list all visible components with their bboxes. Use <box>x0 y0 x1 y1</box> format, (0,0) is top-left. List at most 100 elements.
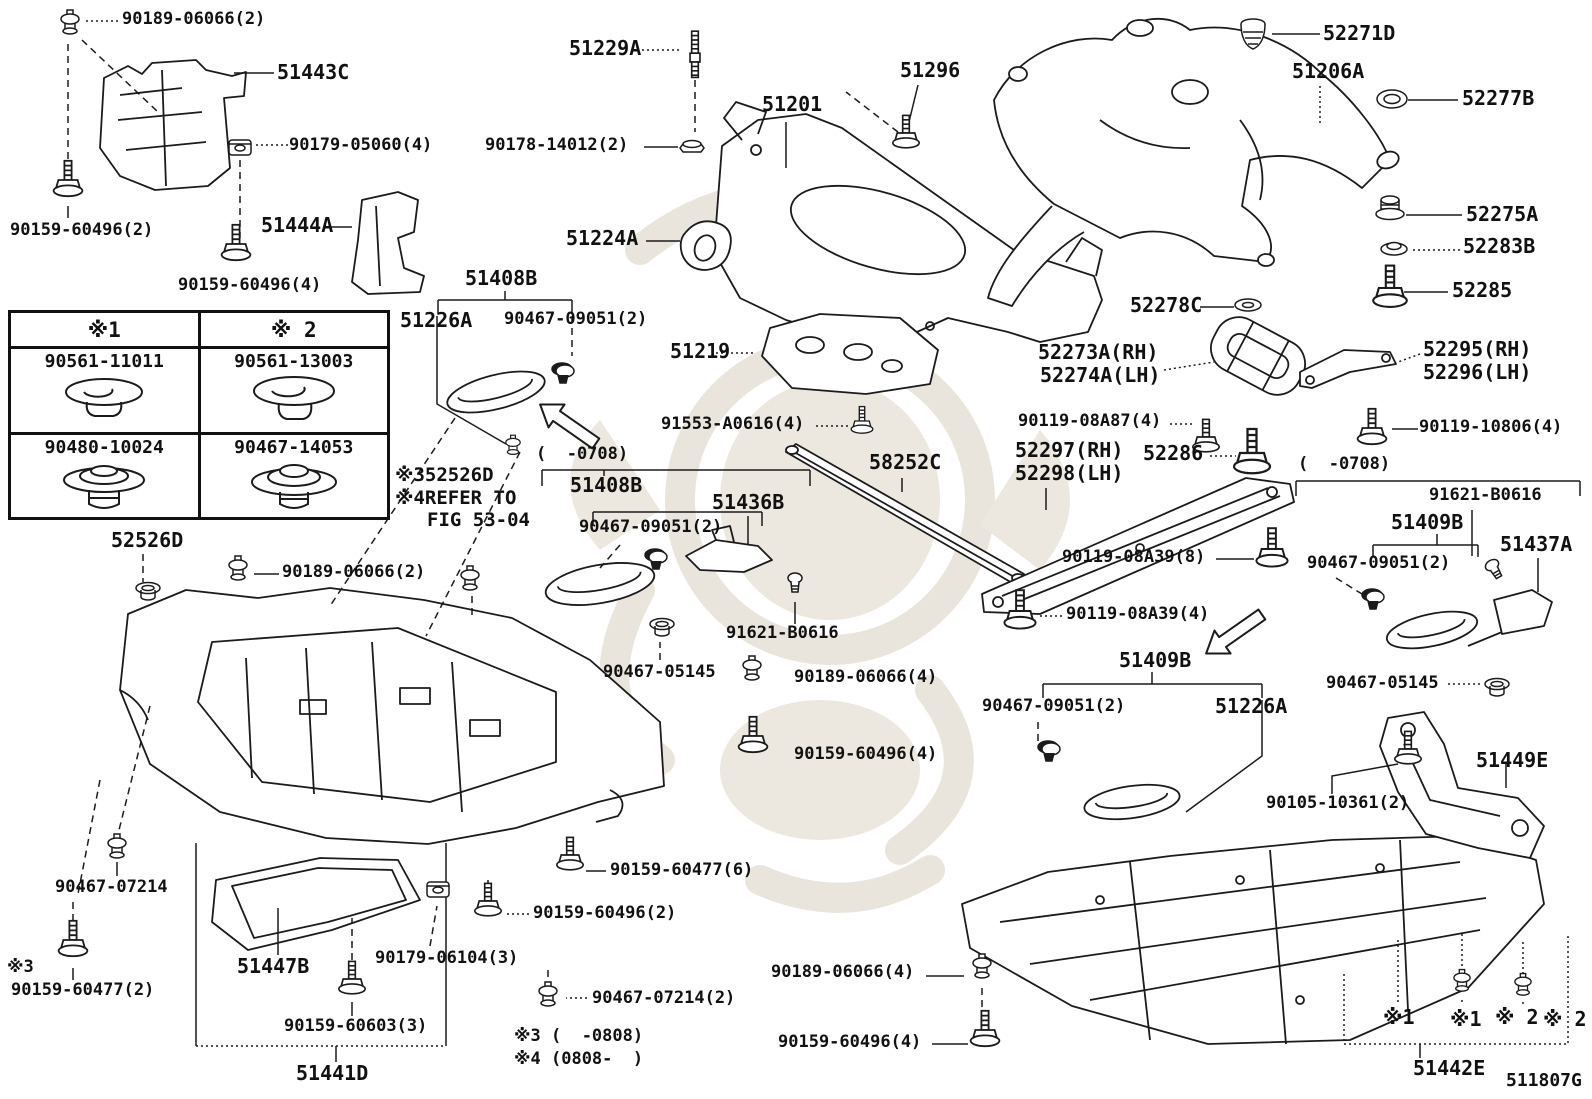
part-label-1: ※1 <box>1383 1005 1415 1029</box>
part-label-90119-08a39-8: 90119-08A39(8) <box>1062 547 1206 567</box>
part-label-51441d: 51441D <box>296 1061 369 1085</box>
bolt-icon <box>474 882 502 917</box>
part-label-51437a: 51437A <box>1500 532 1573 556</box>
bolt-icon <box>1233 428 1271 474</box>
part-label-90467-07214-2: 90467-07214(2) <box>592 988 736 1008</box>
table-cell: 90467-14053 <box>201 435 388 518</box>
part-label-90119-10806-4: 90119-10806(4) <box>1419 417 1563 437</box>
grommet-illustration <box>65 378 144 417</box>
part-label-90119-08a87-4: 90119-08A87(4) <box>1018 411 1162 431</box>
part-label-90159-60496-2: 90159-60496(2) <box>10 220 154 240</box>
table-cell: 90561-13003 <box>201 349 388 432</box>
washer-icon <box>1234 298 1262 312</box>
clip-icon <box>1037 740 1061 762</box>
part-label-90159-60496-4: 90159-60496(4) <box>178 275 322 295</box>
clip-icon <box>60 9 80 35</box>
part-label-52285: 52285 <box>1452 278 1513 302</box>
part-label-90159-60477-6: 90159-60477(6) <box>610 860 754 880</box>
grommet-table-header: ※1 ※ 2 <box>11 313 387 349</box>
bolt-icon <box>57 920 89 957</box>
part-label-52274a-lh: 52274A(LH) <box>1040 363 1161 387</box>
clip-icon <box>551 362 575 384</box>
part-label-90189-06066-2: 90189-06066(2) <box>282 562 426 582</box>
part-label-90189-06066-4: 90189-06066(4) <box>771 962 915 982</box>
part-label-90179-05060-4: 90179-05060(4) <box>289 135 433 155</box>
part-label-51206a: 51206A <box>1292 59 1365 83</box>
bolt-icon <box>52 160 84 197</box>
part-label-90159-60496-4: 90159-60496(4) <box>778 1032 922 1052</box>
part-label-51409b: 51409B <box>1391 510 1464 534</box>
table-header-note-1: ※1 <box>11 313 201 346</box>
bolt-icon <box>1372 264 1408 308</box>
bolt-icon <box>556 836 584 871</box>
part-label-58252c: 58252C <box>869 450 942 474</box>
part-label-51226a: 51226A <box>1215 694 1288 718</box>
clip-icon <box>505 434 521 455</box>
table-cell: 90480-10024 <box>11 434 201 517</box>
part-label-51447b: 51447B <box>237 954 310 978</box>
part-label-52273a-rh: 52273A(RH) <box>1038 340 1159 364</box>
part-label-52297-rh: 52297(RH) <box>1015 438 1124 462</box>
table-row: 90561-11011 90561-13003 <box>11 349 387 435</box>
leader-lines <box>67 20 1581 1062</box>
clip-icon <box>228 555 248 581</box>
part-label-52275a: 52275A <box>1466 202 1539 226</box>
part-label-fig-53-04: FIG 53-04 <box>427 509 530 531</box>
part-label-90159-60603-3: 90159-60603(3) <box>284 1016 428 1036</box>
nut-icon <box>679 140 705 153</box>
grommet-table: ※1 ※ 2 90561-11011 90561-13003 <box>8 310 390 520</box>
part-label-51408b: 51408B <box>465 266 538 290</box>
part-label-51408b: 51408B <box>570 473 643 497</box>
part-label-51219: 51219 <box>670 339 731 363</box>
part-label-90467-09051-2: 90467-09051(2) <box>504 309 648 329</box>
part-label-90159-60496-2: 90159-60496(2) <box>533 903 677 923</box>
table-part-number: 90561-11011 <box>44 351 164 372</box>
part-label-90467-09051-2: 90467-09051(2) <box>1307 553 1451 573</box>
clip-icon <box>538 981 558 1007</box>
part-label-51436b: 51436B <box>712 490 785 514</box>
part-label-52526d: 52526D <box>111 528 184 552</box>
part-label-51201: 51201 <box>762 92 823 116</box>
grommet-icon <box>1484 678 1510 697</box>
part-label-90105-10361-2: 90105-10361(2) <box>1266 793 1410 813</box>
bolt-icon <box>338 960 366 995</box>
part-label-90467-07214: 90467-07214 <box>55 877 168 897</box>
part-label-3: ※3 <box>7 957 34 977</box>
bolt-icon <box>969 1010 1001 1047</box>
part-label-52271d: 52271D <box>1323 21 1396 45</box>
table-header-note-2: ※ 2 <box>270 317 317 342</box>
grommet-icon <box>135 582 161 601</box>
bushing-icon <box>1375 195 1405 220</box>
table-part-number: 90561-13003 <box>234 351 354 372</box>
clip-nut-icon <box>228 139 252 156</box>
part-label-2: ※ 2 <box>1543 1007 1587 1031</box>
part-label-90467-05145: 90467-05145 <box>1326 673 1439 693</box>
table-row: 90480-10024 90467-14053 <box>11 434 388 518</box>
part-label-51229a: 51229A <box>569 36 642 60</box>
clip-icon <box>107 833 127 859</box>
part-label-51296: 51296 <box>900 58 961 82</box>
part-label-51444a: 51444A <box>261 213 334 237</box>
part-label-0708: ( -0708) <box>536 444 629 464</box>
part-label-52286: 52286 <box>1143 441 1204 465</box>
grommet-icon <box>649 618 675 637</box>
plug-illustration <box>250 463 337 509</box>
part-label-90159-60477-2: 90159-60477(2) <box>11 980 155 1000</box>
part-label-52296-lh: 52296(LH) <box>1423 360 1532 384</box>
bolt-icon <box>221 224 251 261</box>
part-label-4refer-to: ※4REFER TO <box>395 487 517 509</box>
bolt-icon <box>1255 527 1289 568</box>
screw-icon <box>1482 556 1506 582</box>
part-label-4-0808: ※4 (0808- ) <box>514 1049 644 1069</box>
part-label-90179-06104-3: 90179-06104(3) <box>375 948 519 968</box>
part-label-90189-06066-4: 90189-06066(4) <box>794 667 938 687</box>
part-label-90467-09051-2: 90467-09051(2) <box>982 696 1126 716</box>
part-label-91621-b0616: 91621-B0616 <box>726 623 839 643</box>
clip-nut-icon <box>426 881 450 898</box>
part-label-52298-lh: 52298(LH) <box>1015 461 1124 485</box>
part-label-52295-rh: 52295(RH) <box>1423 337 1532 361</box>
watermark <box>570 181 1070 913</box>
part-label-90159-60496-4: 90159-60496(4) <box>794 744 938 764</box>
